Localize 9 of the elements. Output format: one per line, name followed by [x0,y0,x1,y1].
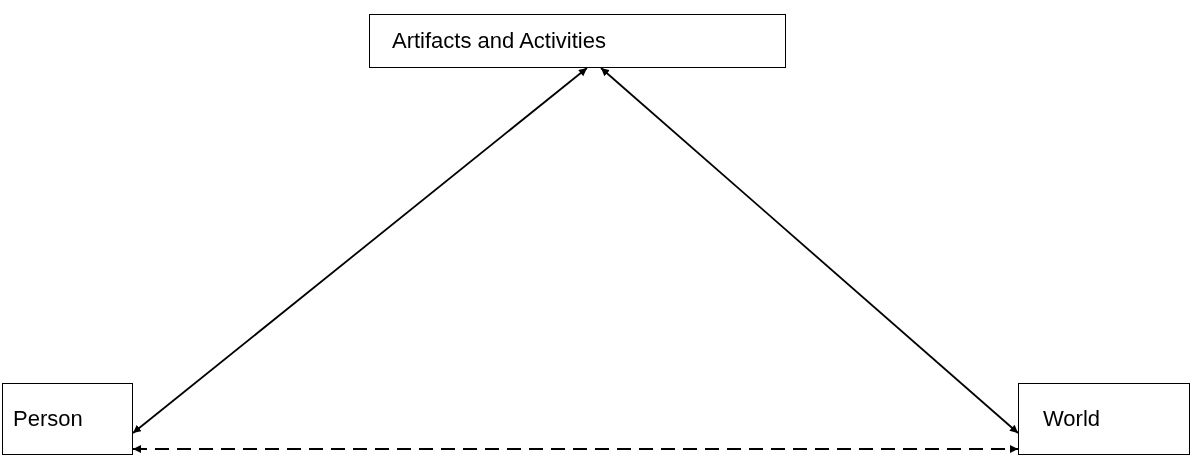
text-box [369,14,786,68]
arrow [132,67,588,434]
box-label: Person [13,406,83,432]
text-box [1018,383,1190,455]
arrow [600,67,1019,434]
box-label: Artifacts and Activities [392,28,606,54]
dashed-arrow [132,445,1019,453]
box-label: World [1043,406,1101,432]
text-box [2,383,133,455]
